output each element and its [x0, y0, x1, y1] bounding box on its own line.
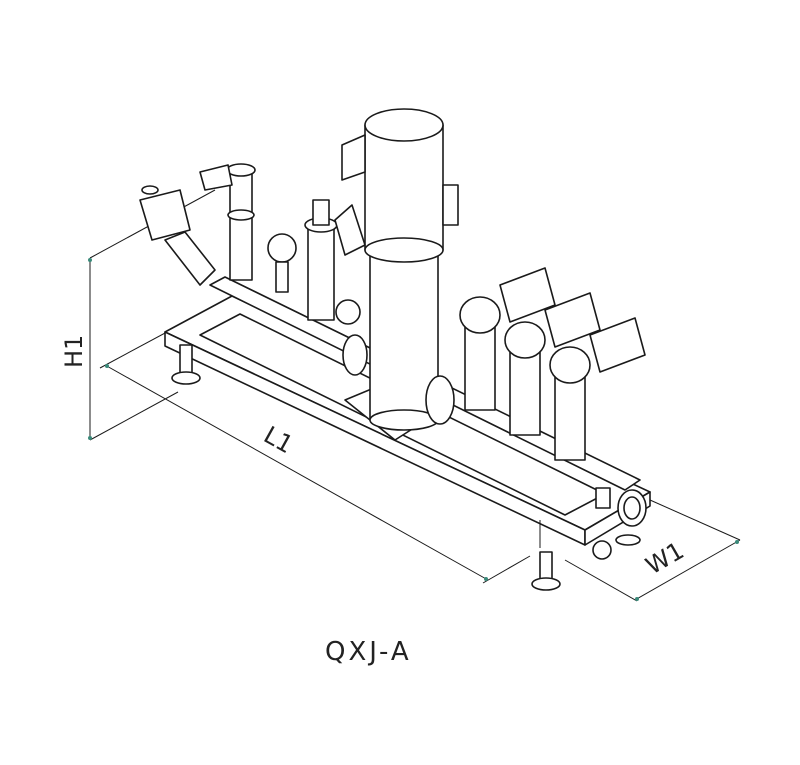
angle-valve-left	[139, 185, 216, 286]
leveling-feet	[171, 344, 641, 591]
valve-column-2	[304, 199, 366, 321]
model-label: QXJ-A	[325, 637, 412, 667]
dimension-label-h1: H1	[60, 335, 88, 368]
dimension-label-l1: L1	[259, 421, 298, 459]
valve-column-1	[199, 163, 256, 281]
outlet-valve-1	[459, 267, 556, 411]
drain-valve	[592, 487, 612, 560]
outlet-valve-3	[549, 317, 646, 461]
pump-motor	[341, 108, 459, 441]
outlet-valve-2	[504, 292, 601, 436]
pressure-gauge	[267, 233, 361, 325]
dimension-w1	[564, 499, 741, 602]
dimension-l1	[99, 324, 531, 584]
